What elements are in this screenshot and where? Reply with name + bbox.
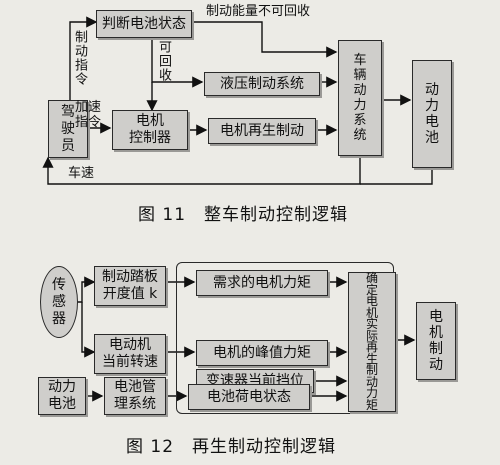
node-peak-torque: 电机的峰值力矩	[196, 340, 328, 366]
node-sensor: 传 感 器	[40, 266, 78, 338]
node-determine-torque: 确 定 电 机 实 际 再 生 制 动 力 矩	[348, 272, 396, 412]
label-non-recoverable: 制动能量不可回收	[206, 4, 311, 19]
label-recoverable: 可回收	[156, 40, 171, 82]
node-vehicle-power-system: 车 辆 动 力 系 统	[338, 40, 382, 156]
node-power-battery-2: 动力 电池	[38, 377, 86, 415]
node-demand-torque: 需求的电机力矩	[196, 270, 328, 296]
label-vehicle-speed: 车速	[68, 166, 95, 181]
caption-fig12: 图 12 再生制动控制逻辑	[126, 437, 337, 457]
node-soc: 电池荷电状态	[188, 384, 310, 410]
node-power-battery: 动 力 电 池	[412, 60, 452, 168]
caption-fig11: 图 11 整车制动控制逻辑	[138, 205, 349, 225]
wire-battery-to-vehicle-nonrecoverable	[192, 21, 338, 58]
label-brake-cmd: 制动指令	[72, 30, 87, 86]
node-motor-controller: 电机 控制器	[112, 110, 188, 150]
wire-sensor-to-motor-speed	[81, 302, 96, 358]
node-driver: 驾 驶 员	[48, 100, 88, 158]
label-accel-cmd: 加速 指令	[75, 100, 102, 130]
node-bms: 电池管 理系统	[104, 377, 166, 415]
node-battery-state: 判断电池状态	[96, 10, 192, 38]
node-regen-brake: 电机再生制动	[208, 118, 316, 144]
node-hydraulic-brake: 液压制动系统	[204, 72, 320, 96]
node-brake-pedal: 制动踏板 开度值 k	[94, 266, 166, 306]
node-motor-speed: 电动机 当前转速	[94, 334, 166, 374]
wire-driver-to-battery-state	[69, 16, 98, 100]
wire-vehicle-to-driver-speed	[42, 156, 361, 185]
wire-battery-feedback	[360, 168, 433, 185]
node-motor-brake: 电 机 制 动	[416, 302, 456, 380]
